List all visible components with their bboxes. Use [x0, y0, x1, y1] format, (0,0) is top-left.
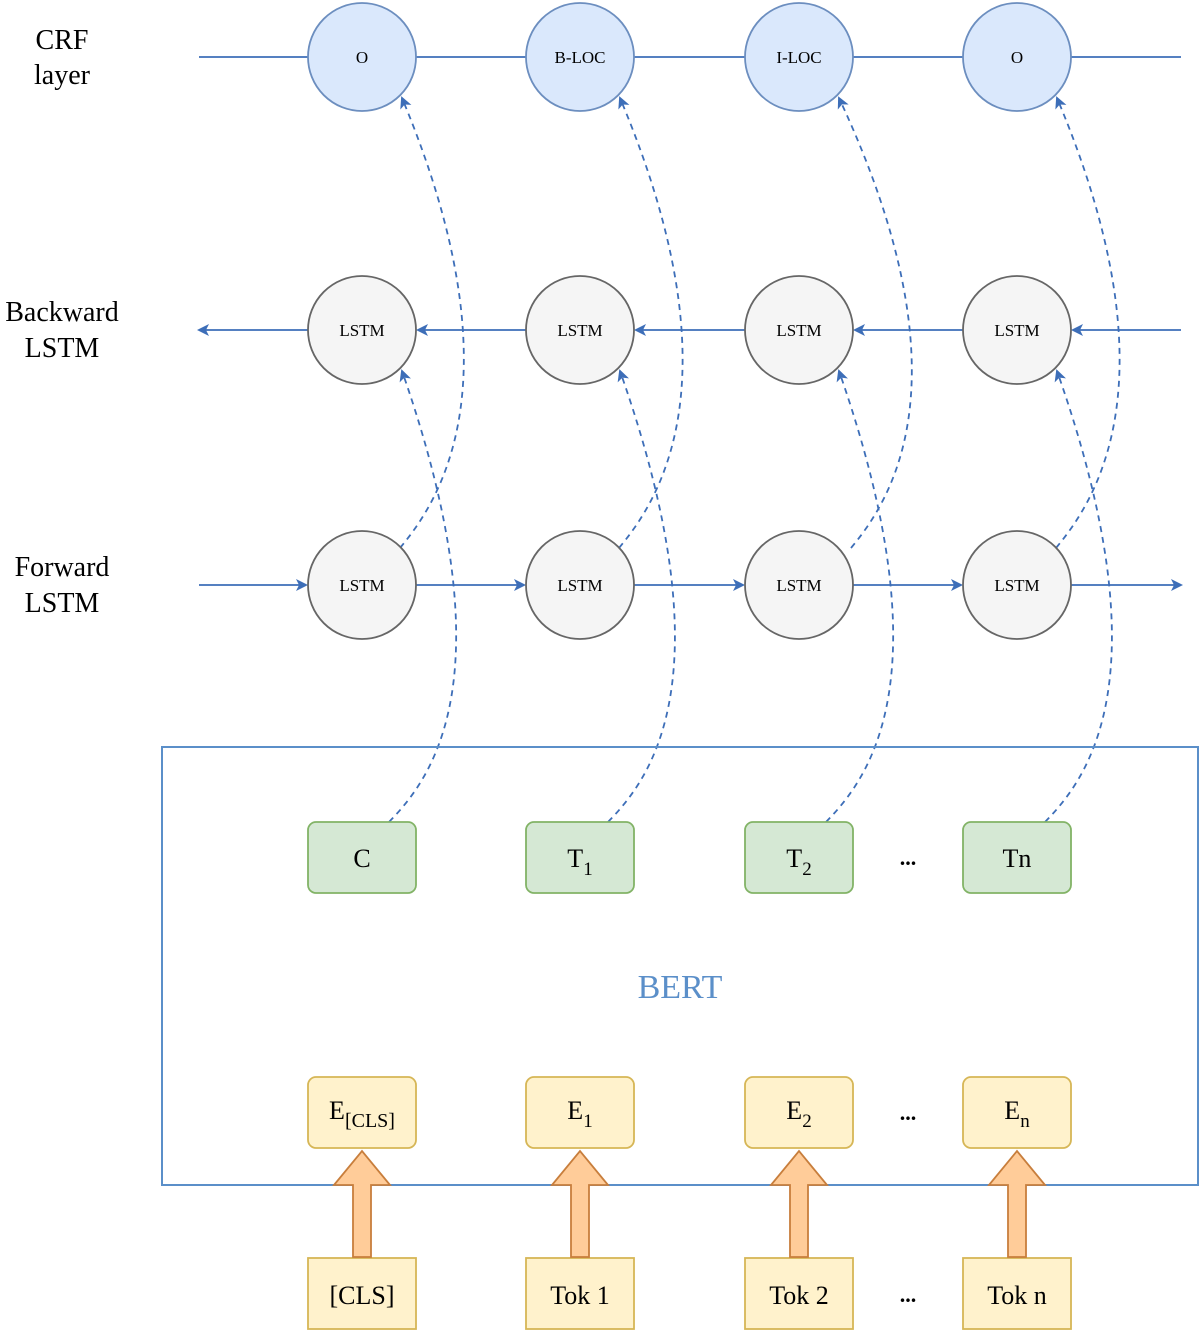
- forward-lstm-node: [525, 530, 635, 640]
- ellipsis: ...: [900, 1282, 917, 1307]
- lstm-node-label: LSTM: [339, 576, 384, 595]
- bert-label: BERT: [638, 969, 723, 1006]
- block-up-arrow: [987, 1149, 1047, 1258]
- token-label: Tok 2: [769, 1281, 829, 1310]
- embedding-label: En: [1004, 1096, 1030, 1132]
- lstm-node-label: LSTM: [339, 321, 384, 340]
- token-box: [525, 1257, 635, 1330]
- embedding-box: [744, 1076, 854, 1149]
- crf-label-line2: layer: [34, 60, 91, 91]
- dashed-connection: [825, 369, 894, 823]
- dashed-connection: [388, 369, 457, 823]
- output-label-base: T: [567, 844, 583, 873]
- ellipsis: ...: [900, 1100, 917, 1125]
- output-label: T1: [567, 844, 592, 880]
- output-box: [744, 821, 854, 894]
- token-box: [307, 1257, 417, 1330]
- token-label: Tok n: [987, 1281, 1047, 1310]
- output-box: [525, 821, 635, 894]
- embedding-label-base: E: [786, 1096, 802, 1125]
- embedding-label-sub: 1: [583, 1111, 593, 1132]
- token-label: [CLS]: [330, 1281, 395, 1310]
- embedding-label-base: E: [567, 1096, 583, 1125]
- output-label: T2: [786, 844, 811, 880]
- output-label-base: T: [786, 844, 802, 873]
- output-label-base: C: [353, 844, 370, 873]
- forward-lstm-node: [962, 530, 1072, 640]
- lstm-node-label: LSTM: [776, 576, 821, 595]
- dashed-connection: [607, 369, 676, 823]
- backward-lstm-node: [962, 275, 1072, 385]
- embedding-label-sub: n: [1020, 1111, 1030, 1132]
- forward-lstm-label-line1: Forward: [15, 552, 110, 583]
- embedding-label: E[CLS]: [329, 1096, 395, 1132]
- output-label: Tn: [1003, 844, 1032, 873]
- block-up-arrow: [550, 1149, 610, 1258]
- embedding-boxes: E[CLS] E1 E2 En ...: [307, 1076, 1072, 1149]
- crf-node-label: O: [1011, 48, 1023, 67]
- ellipsis: ...: [900, 845, 917, 870]
- forward-lstm-node: [744, 530, 854, 640]
- output-label-base: Tn: [1003, 844, 1032, 873]
- backward-lstm-node: [307, 275, 417, 385]
- crf-node: [962, 2, 1072, 112]
- backward-lstm-label-line2: LSTM: [25, 333, 100, 364]
- backward-lstm-label-line1: Backward: [5, 297, 119, 328]
- embedding-box: [962, 1076, 1072, 1149]
- lstm-node-label: LSTM: [557, 321, 602, 340]
- output-boxes: C T1 T2 Tn ...: [307, 821, 1072, 894]
- embedding-label-base: E: [329, 1096, 345, 1125]
- backward-lstm-nodes: LSTM LSTM LSTM LSTM: [307, 275, 1072, 385]
- output-label-sub: 1: [583, 859, 593, 880]
- row-labels: CRF layer Backward LSTM Forward LSTM: [5, 25, 119, 619]
- output-box: [962, 821, 1072, 894]
- token-label: Tok 1: [550, 1281, 610, 1310]
- crf-label-line1: CRF: [36, 25, 89, 56]
- token-box: [962, 1257, 1072, 1330]
- embedding-label: E2: [786, 1096, 811, 1132]
- dashed-connection: [1044, 369, 1113, 823]
- crf-node-label: B-LOC: [555, 48, 606, 67]
- token-box: [744, 1257, 854, 1330]
- crf-nodes: O B-LOC I-LOC O: [307, 2, 1072, 112]
- embedding-label-base: E: [1004, 1096, 1020, 1125]
- embedding-label: E1: [567, 1096, 592, 1132]
- forward-lstm-label-line2: LSTM: [25, 588, 100, 619]
- embedding-box: [525, 1076, 635, 1149]
- block-up-arrow: [769, 1149, 829, 1258]
- input-arrows: [332, 1149, 1047, 1258]
- embedding-label-sub: [CLS]: [345, 1110, 395, 1132]
- output-box: [307, 821, 417, 894]
- bert-box: [161, 746, 1199, 1186]
- output-label-sub: 2: [802, 859, 812, 880]
- crf-node: [744, 2, 854, 112]
- backward-lstm-node: [525, 275, 635, 385]
- lstm-node-label: LSTM: [994, 321, 1039, 340]
- output-label: C: [353, 844, 370, 873]
- forward-lstm-node: [307, 530, 417, 640]
- lstm-node-label: LSTM: [557, 576, 602, 595]
- crf-node: [525, 2, 635, 112]
- backward-lstm-node: [744, 275, 854, 385]
- lstm-node-label: LSTM: [776, 321, 821, 340]
- embedding-label-sub: 2: [802, 1111, 812, 1132]
- block-up-arrow: [332, 1149, 392, 1258]
- crf-node: [307, 2, 417, 112]
- embedding-box: [307, 1076, 417, 1149]
- token-boxes: [CLS] Tok 1 Tok 2 Tok n ...: [307, 1257, 1072, 1330]
- lstm-node-label: LSTM: [994, 576, 1039, 595]
- forward-lstm-nodes: LSTM LSTM LSTM LSTM: [307, 530, 1072, 640]
- dashed-connections: [388, 96, 1121, 823]
- crf-node-label: O: [356, 48, 368, 67]
- crf-node-label: I-LOC: [776, 48, 821, 67]
